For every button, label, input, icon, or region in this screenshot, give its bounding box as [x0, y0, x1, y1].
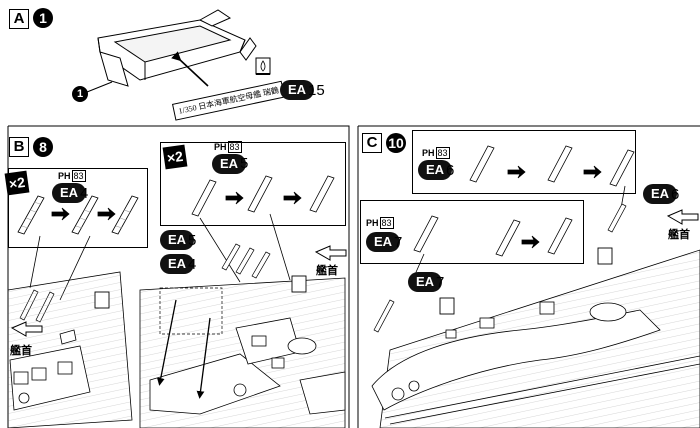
etch-part-number-ea6-callout: 6 — [671, 186, 680, 203]
bow-arrow-c — [666, 209, 699, 225]
subbox-c-mid — [360, 200, 584, 264]
paint-indicator-icons — [94, 247, 613, 315]
step-number-a: 1 — [33, 8, 53, 28]
etch-part-number-ea5-box: 5 — [240, 155, 249, 172]
step-number-c: 10 — [386, 133, 406, 153]
etch-part-number-ea4-box: 4 — [80, 185, 89, 202]
etch-part-badge-ea7-box: EA — [366, 232, 400, 252]
etch-part-number-ea7-box: 7 — [394, 234, 403, 251]
bow-arrow-b-left — [10, 321, 43, 337]
panel-a-drawing — [86, 9, 257, 93]
subbox-b-right — [160, 142, 346, 226]
etch-part-number-ea7-callout: 7 — [436, 274, 445, 291]
step-number-b: 8 — [33, 137, 53, 157]
etch-part-number-ea4-callout: 4 — [188, 256, 197, 273]
bow-arrow-b-right — [314, 245, 347, 261]
bow-label-b-right: 艦首 — [316, 265, 338, 277]
panel-label-b: B — [9, 137, 29, 157]
bow-label-c: 艦首 — [668, 229, 690, 241]
etch-part-badge-ea5-box: EA — [212, 154, 246, 174]
subbox-b-left — [8, 168, 148, 248]
etch-part-badge-ea4-callout: EA — [160, 254, 194, 274]
etch-part-badge-ea5-callout: EA — [160, 230, 194, 250]
subbox-c-top — [412, 130, 636, 194]
etch-part-number-ea5-callout: 5 — [188, 232, 197, 249]
etch-part-number-ea15: 15 — [308, 82, 325, 99]
panel-label-a: A — [9, 9, 29, 29]
etch-part-badge-ea4-box: EA — [52, 183, 86, 203]
etch-part-number-ea6-box: 6 — [446, 162, 455, 179]
etch-part-badge-ea7-callout: EA — [408, 272, 442, 292]
etch-part-badge-ea15: EA — [280, 80, 314, 100]
panel-label-c: C — [362, 133, 382, 153]
bow-label-b-left: 艦首 — [10, 345, 32, 357]
multiplier-b-right: ×2 — [162, 144, 188, 170]
part-callout-1: 1 — [72, 86, 88, 102]
etch-part-badge-ea6-box: EA — [418, 160, 452, 180]
multiplier-b-left: ×2 — [4, 170, 30, 196]
etch-part-badge-ea6-callout: EA — [643, 184, 677, 204]
